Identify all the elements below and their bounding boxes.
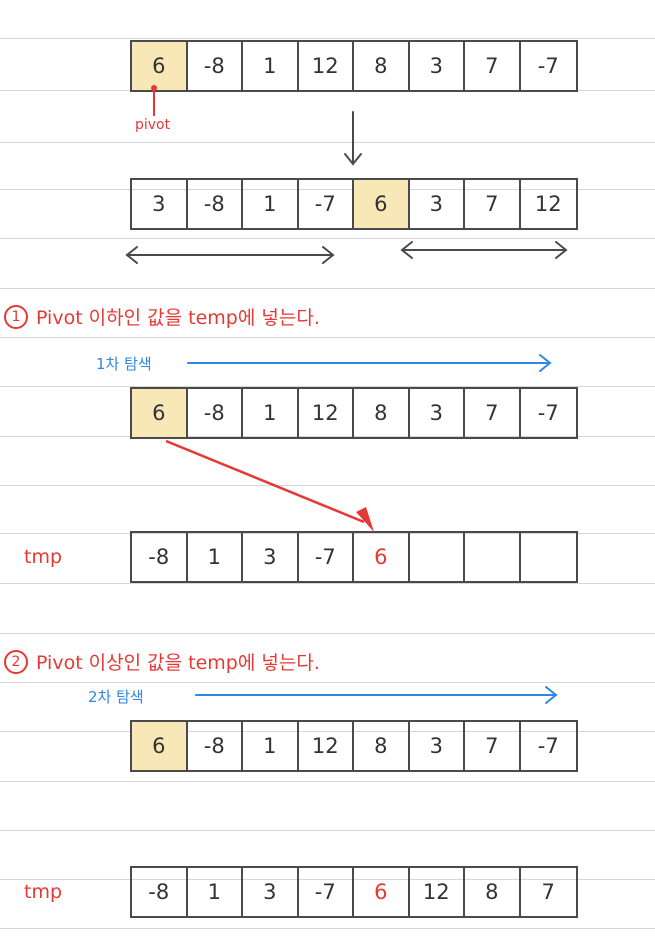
array-cell: -8: [188, 389, 243, 437]
array-cell: 7: [465, 389, 521, 437]
array-cell: 1: [188, 868, 243, 916]
array-cell: 12: [299, 389, 354, 437]
array-cell: [410, 533, 465, 581]
ruled-line: [0, 386, 655, 387]
array-cell: -7: [299, 533, 354, 581]
ruled-line: [0, 436, 655, 437]
array-cell: -7: [299, 868, 354, 916]
ruled-line: [0, 142, 655, 143]
array-cell: 6: [132, 389, 188, 437]
array-cell: 7: [541, 880, 555, 904]
tmp-label: tmp: [24, 881, 63, 903]
array-cell: -7: [299, 180, 354, 228]
array-cell: 3: [410, 42, 465, 90]
array-cell: 12: [299, 42, 354, 90]
array-cell: 1: [243, 42, 299, 90]
ruled-line: [0, 288, 655, 289]
search2-arrow: [195, 686, 558, 704]
search2-array: 6 -8 1 12 8 3 7 -7: [130, 720, 578, 772]
array-cell: 6: [132, 42, 188, 90]
array-cell: 6: [132, 722, 188, 770]
search1-array: 6 -8 1 12 8 3 7 -7: [130, 387, 578, 439]
ruled-line: [0, 189, 655, 190]
left-partition-arrow: [125, 246, 335, 264]
array-cell: 1: [243, 722, 299, 770]
step2-number: 2: [4, 649, 28, 674]
array-cell: 3: [243, 868, 299, 916]
tmp1-array: -8 1 3 -7 6: [130, 531, 578, 583]
ruled-line: [0, 485, 655, 486]
ruled-line: [0, 533, 655, 534]
down-arrow: [344, 111, 362, 166]
array-cell: 7: [465, 722, 521, 770]
array-cell: -8: [132, 868, 188, 916]
ruled-line: [0, 879, 655, 880]
step1-text: Pivot 이하인 값을 temp에 넣는다.: [36, 307, 320, 329]
search2-label: 2차 탐색: [88, 688, 144, 706]
ruled-line: [0, 337, 655, 338]
array-cell: 8: [465, 868, 521, 916]
array-cell: 1: [243, 180, 299, 228]
pivot-label: pivot: [135, 117, 171, 133]
partitioned-array: 3 -8 1 -7 6 3 7 12: [130, 178, 578, 230]
array-cell: 8: [354, 722, 410, 770]
step2-text: Pivot 이상인 값을 temp에 넣는다.: [36, 652, 320, 674]
array-cell: 12: [299, 722, 354, 770]
array-cell: 3: [410, 722, 465, 770]
ruled-line: [0, 583, 655, 584]
right-partition-arrow: [400, 241, 568, 259]
pivot-pointer: [151, 85, 157, 116]
search1-label: 1차 탐색: [96, 355, 152, 373]
array-cell: 3: [132, 180, 188, 228]
array-cell: -8: [188, 180, 243, 228]
array-cell: 8: [354, 42, 410, 90]
array-cell: [465, 533, 521, 581]
array-cell: -8: [188, 722, 243, 770]
array-cell: -7: [537, 54, 559, 78]
ruled-line: [0, 928, 655, 929]
search1-arrow: [187, 354, 552, 372]
array-cell: 7: [465, 180, 521, 228]
tmp2-array: -8 1 3 -7 6 12 8 7: [130, 866, 578, 918]
array-cell: 6: [354, 868, 410, 916]
array-cell: -7: [537, 401, 559, 425]
array-cell: 7: [465, 42, 521, 90]
tmp-label: tmp: [24, 546, 63, 568]
array-cell: -7: [537, 734, 559, 758]
ruled-line: [0, 238, 655, 239]
step1-number: 1: [4, 304, 28, 329]
ruled-line: [0, 38, 655, 39]
step1-heading: 1 Pivot 이하인 값을 temp에 넣는다.: [4, 303, 320, 330]
step2-heading: 2 Pivot 이상인 값을 temp에 넣는다.: [4, 648, 320, 675]
move-pivot-arrow: [165, 439, 374, 532]
array-cell: 1: [188, 533, 243, 581]
array-cell: 12: [534, 192, 562, 216]
array-cell: 12: [410, 868, 465, 916]
ruled-line: [0, 830, 655, 831]
array-cell: 3: [410, 180, 465, 228]
array-cell: 3: [410, 389, 465, 437]
ruled-line: [0, 682, 655, 683]
array-cell: 6: [354, 180, 410, 228]
ruled-line: [0, 781, 655, 782]
array-cell: -8: [132, 533, 188, 581]
ruled-line: [0, 731, 655, 732]
array-cell: 6: [354, 533, 410, 581]
ruled-line: [0, 633, 655, 634]
array-cell: 3: [243, 533, 299, 581]
array-cell: -8: [188, 42, 243, 90]
initial-array: 6 -8 1 12 8 3 7 -7: [130, 40, 578, 92]
array-cell: 1: [243, 389, 299, 437]
array-cell: 8: [354, 389, 410, 437]
